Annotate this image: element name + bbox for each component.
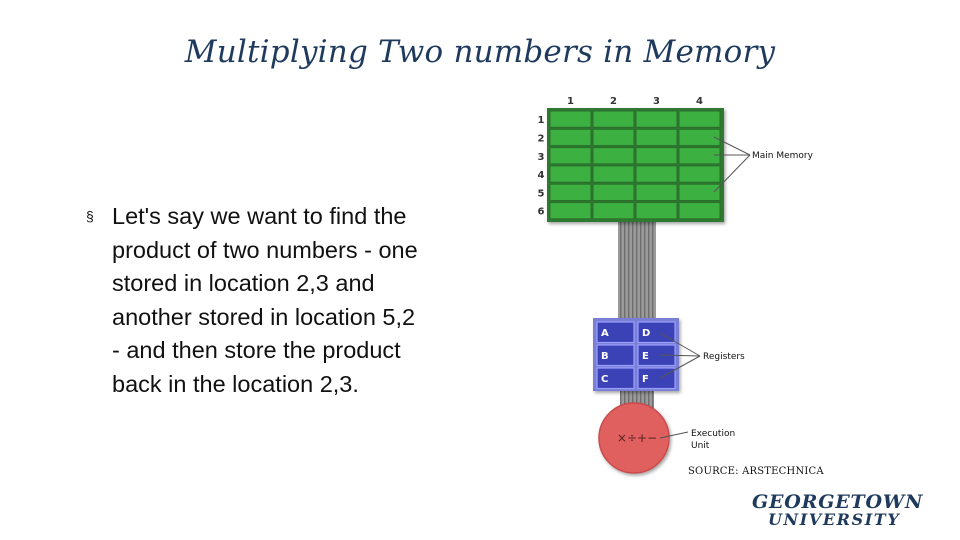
logo-line1: GEORGETOWN [752, 491, 924, 513]
pointer-line [659, 431, 689, 439]
memory-column-label: 4 [696, 96, 703, 107]
register-label: B [601, 351, 609, 362]
memory-bus [618, 222, 656, 320]
slide-title: Multiplying Two numbers in Memory [184, 34, 776, 70]
memory-cell [592, 110, 635, 128]
memory-row-label: 4 [538, 170, 545, 181]
pointer-line [659, 354, 701, 357]
register-label: D [642, 328, 650, 339]
memory-row-label: 1 [538, 115, 545, 126]
memory-cell [592, 165, 635, 183]
memory-cell [549, 183, 592, 201]
memory-cell [635, 147, 678, 165]
bullet-text: Let's say we want to find the product of… [112, 203, 418, 397]
pointer-line [659, 355, 701, 379]
memory-cell [549, 202, 592, 220]
register-cell [637, 367, 676, 390]
memory-row-label: 3 [538, 152, 545, 163]
registers-label: Registers [703, 352, 745, 362]
execution-unit [598, 402, 670, 474]
memory-row-label: 6 [538, 207, 545, 218]
memory-cell [635, 183, 678, 201]
register-cell [596, 344, 635, 367]
memory-cell [635, 165, 678, 183]
register-cell [596, 367, 635, 390]
register-cell [596, 321, 635, 344]
memory-cell [678, 110, 721, 128]
execution-label-line2: Unit [691, 441, 710, 451]
memory-cell [592, 202, 635, 220]
register-label: C [601, 374, 608, 385]
source-credit: SOURCE: ARSTECHNICA [688, 466, 824, 477]
main-memory-grid [547, 108, 724, 222]
memory-cell [635, 202, 678, 220]
memory-column-label: 3 [653, 96, 660, 107]
register-cell [637, 321, 676, 344]
memory-row-label: 5 [538, 188, 545, 199]
register-label: F [642, 374, 649, 385]
memory-cell [678, 128, 721, 147]
pointer-line [659, 332, 701, 357]
memory-cell [592, 128, 635, 147]
memory-cell [678, 183, 721, 201]
pointer-line [713, 154, 751, 193]
memory-cell [678, 165, 721, 183]
register-label: E [642, 351, 649, 362]
memory-cell [635, 128, 678, 147]
memory-row-label: 2 [538, 133, 545, 144]
execution-symbols: ×÷+− [617, 431, 657, 445]
memory-cell [592, 147, 635, 165]
logo-line2: UNIVERSITY [768, 510, 901, 529]
main-memory-label: Main Memory [752, 151, 814, 161]
memory-cell [549, 128, 592, 147]
memory-cell [549, 165, 592, 183]
memory-cell [678, 202, 721, 220]
register-label: A [601, 328, 609, 339]
execution-label-line1: Execution [691, 429, 735, 439]
memory-cell [549, 110, 592, 128]
memory-column-label: 2 [610, 96, 617, 107]
memory-cell [592, 183, 635, 201]
memory-cell [635, 110, 678, 128]
memory-cell [678, 147, 721, 165]
pointer-line [713, 136, 751, 156]
memory-column-label: 1 [567, 96, 574, 107]
georgetown-logo: GEORGETOWN UNIVERSITY [752, 491, 942, 529]
memory-cell [549, 147, 592, 165]
bullet-marker: § [86, 208, 94, 224]
